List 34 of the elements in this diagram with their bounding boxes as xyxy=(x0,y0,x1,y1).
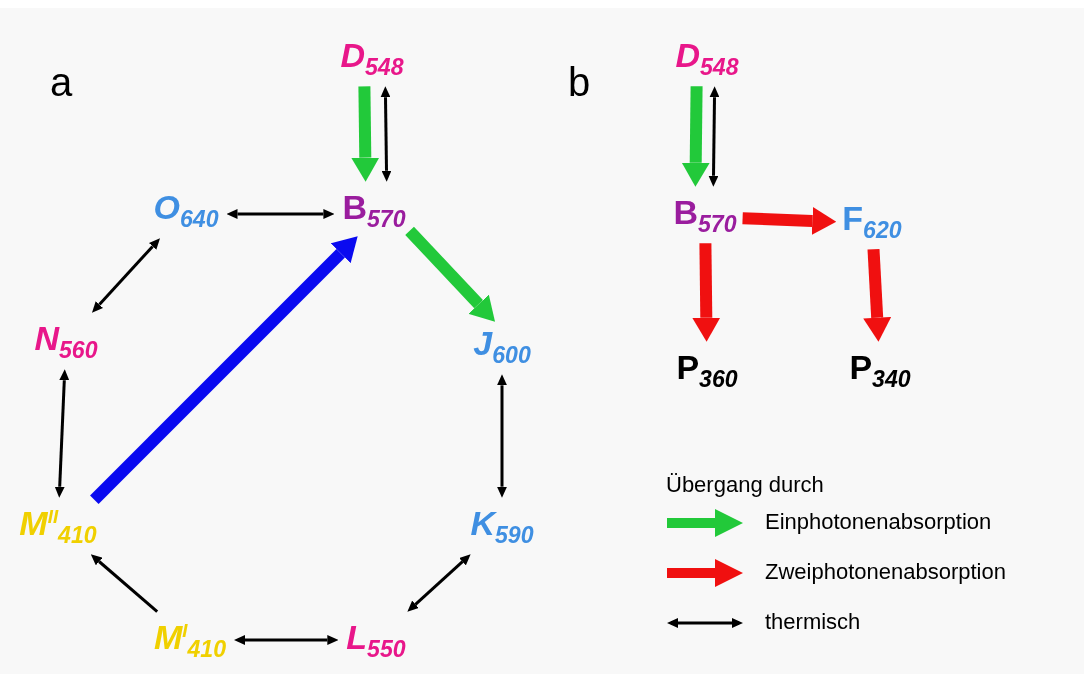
thermal-arrow xyxy=(54,369,70,498)
state-label: L$_{550}$ xyxy=(344,617,408,663)
panel-label: a xyxy=(50,60,73,105)
thermal-arrow xyxy=(234,635,339,645)
transition-arrow xyxy=(405,226,496,322)
state-label: D$_{548}$ xyxy=(338,35,406,81)
legend-title: Übergang durch xyxy=(666,472,824,498)
state-label: D$_{548}$ xyxy=(673,35,741,81)
thermal-arrow xyxy=(407,554,471,612)
state-label: B$_{570}$ xyxy=(671,192,739,238)
transition-arrow xyxy=(692,243,721,342)
legend-text: Einphotonenabsorption xyxy=(765,511,992,533)
state-label: P$_{340}$ xyxy=(847,347,913,393)
transition-arrow xyxy=(863,248,892,342)
thermal-arrow xyxy=(92,238,160,313)
state-label: B$_{570}$ xyxy=(340,187,408,233)
thermal-arrow xyxy=(226,209,335,219)
state-label: P$_{360}$ xyxy=(674,347,740,393)
thermal-arrow xyxy=(380,86,392,182)
thermal-arrow xyxy=(497,374,507,498)
transition-arrow xyxy=(351,86,380,182)
state-label: K$_{590}$ xyxy=(468,503,536,549)
state-label: J$_{600}$ xyxy=(471,323,533,369)
legend-text: Zweiphotonenabsorption xyxy=(765,561,1006,583)
thermal-arrow xyxy=(708,86,720,187)
thermal-arrow xyxy=(90,554,159,613)
state-label: O$_{640}$ xyxy=(151,187,221,233)
state-label: N$_{560}$ xyxy=(32,318,100,364)
legend-text: thermisch xyxy=(765,611,861,633)
panel-label: b xyxy=(568,60,591,105)
state-label: F$_{620}$ xyxy=(840,198,904,244)
transition-arrow xyxy=(742,206,837,235)
transition-arrow xyxy=(681,86,710,187)
transition-arrow xyxy=(90,236,358,504)
